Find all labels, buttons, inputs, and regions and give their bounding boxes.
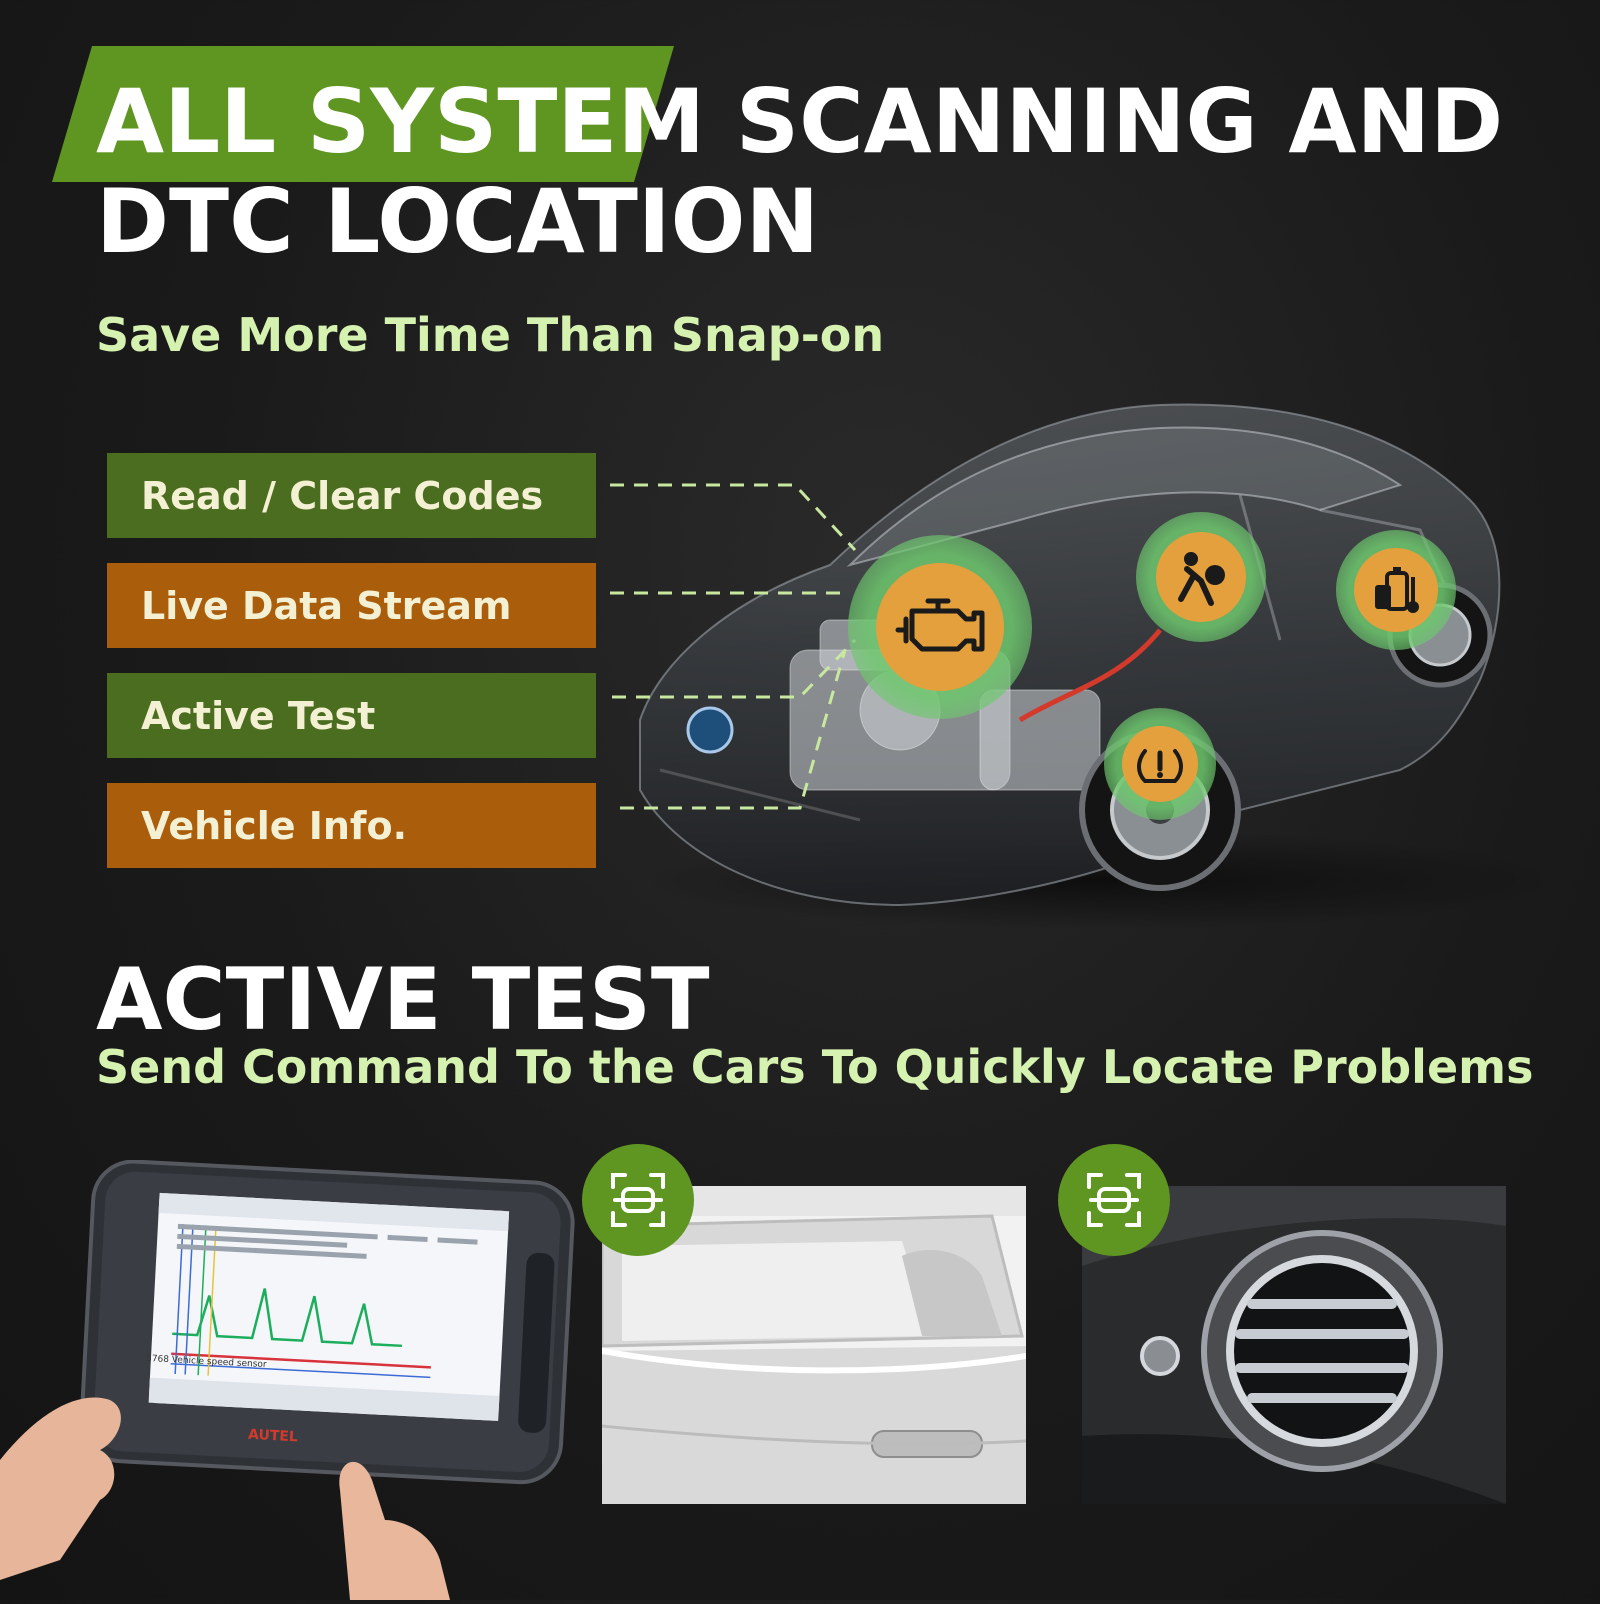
engine-icon	[895, 598, 985, 652]
scan-frame-icon	[611, 1173, 665, 1227]
page-title-line2: DTC LOCATION	[96, 170, 820, 273]
battery-coolant-icon	[1375, 567, 1419, 613]
engine-badge	[848, 535, 1032, 719]
feature-vehicle-info: Vehicle Info.	[107, 783, 596, 868]
scan-frame-icon	[1087, 1173, 1141, 1227]
scan-frame-badge-window	[582, 1144, 694, 1256]
air-vent-graphic	[1082, 1186, 1506, 1504]
scan-frame-badge-vent	[1058, 1144, 1170, 1256]
active-test-title: ACTIVE TEST	[96, 950, 710, 1050]
airbag-icon	[1178, 552, 1225, 606]
page-title: ALL SYSTEM SCANNING AND DTC LOCATION	[96, 72, 1503, 272]
air-vent-photo	[1082, 1186, 1506, 1504]
tablet-photo: 5768 Vehicle speed sensor AUTEL	[0, 1159, 580, 1600]
tire-pressure-icon	[1137, 749, 1183, 783]
active-test-subtitle: Send Command To the Cars To Quickly Loca…	[96, 1040, 1534, 1094]
feature-active-test: Active Test	[107, 673, 596, 758]
tablet-brand-logo: AUTEL	[247, 1426, 299, 1446]
feature-read-clear-codes: Read / Clear Codes	[107, 453, 596, 538]
page-subtitle: Save More Time Than Snap-on	[96, 308, 885, 362]
tire-pressure-badge	[1104, 708, 1216, 820]
car-window-graphic	[602, 1186, 1026, 1504]
headline-highlight-band	[52, 46, 674, 182]
diagnostic-tablet-graphic	[0, 1159, 575, 1600]
car-illustration	[600, 390, 1600, 950]
airbag-badge	[1136, 512, 1266, 642]
car-xray-graphic	[610, 403, 1560, 930]
page-title-line1: ALL SYSTEM SCANNING AND	[96, 70, 1504, 173]
feature-live-data-stream: Live Data Stream	[107, 563, 596, 648]
battery-coolant-badge	[1336, 530, 1456, 650]
car-window-photo	[602, 1186, 1026, 1504]
